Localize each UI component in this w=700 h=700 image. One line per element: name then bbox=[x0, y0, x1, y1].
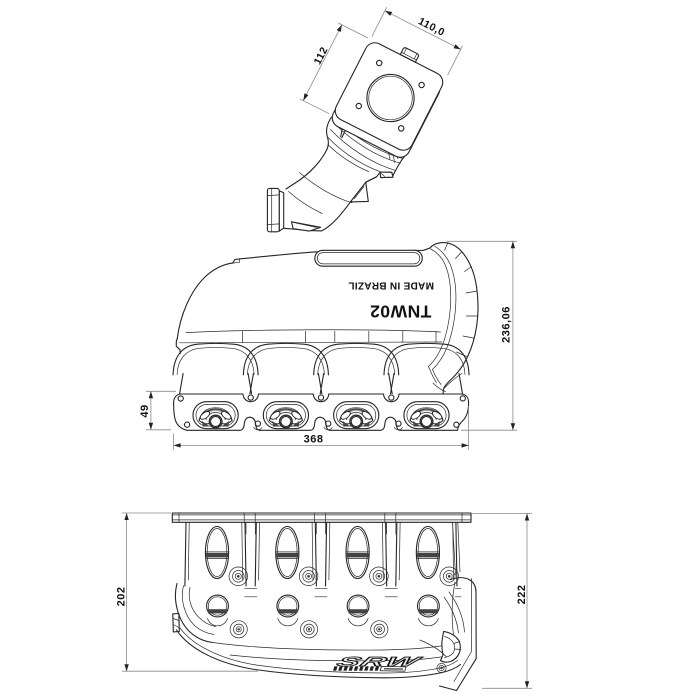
svg-text:202: 202 bbox=[115, 587, 127, 607]
svg-text:222: 222 bbox=[516, 585, 528, 605]
svg-text:MADE IN BRAZIL: MADE IN BRAZIL bbox=[348, 280, 434, 291]
svg-text:368: 368 bbox=[304, 434, 324, 446]
svg-text:236,06: 236,06 bbox=[501, 306, 513, 343]
svg-text:SRW: SRW bbox=[333, 655, 425, 669]
svg-text:TNW02: TNW02 bbox=[370, 302, 432, 322]
svg-text:49: 49 bbox=[139, 404, 151, 417]
